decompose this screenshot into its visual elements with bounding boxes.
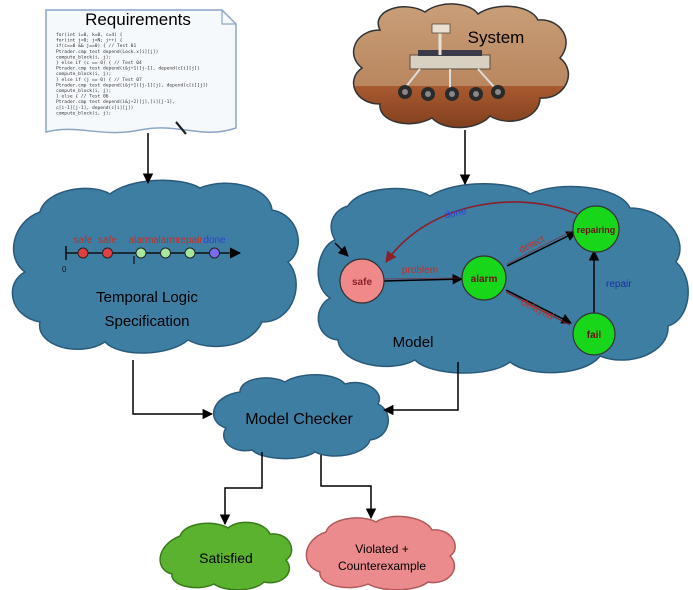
satisfied-label: Satisfied bbox=[199, 550, 253, 566]
model-checker-label: Model Checker bbox=[245, 411, 353, 428]
timeline-point-safe bbox=[77, 247, 89, 259]
mars-rover-image bbox=[353, 3, 569, 128]
pen-icon bbox=[175, 121, 187, 135]
initial-state-arrow bbox=[334, 242, 349, 257]
timeline-origin: 0 bbox=[62, 265, 67, 274]
state-safe: safe bbox=[339, 258, 385, 304]
violated-label-line2: Counterexample bbox=[338, 559, 426, 573]
code-line: } else if (j == 0) { // Test 07 bbox=[56, 77, 142, 83]
system-label: System bbox=[468, 28, 525, 47]
timeline-label-alarm: alarm bbox=[153, 235, 178, 246]
edge-repairing-safe bbox=[385, 201, 578, 263]
edge-alarm-fail bbox=[505, 289, 572, 324]
requirements-document: for(int i=0, k=0, c=4) { for(int j=0; j<… bbox=[45, 9, 237, 135]
spec-title-line1: Temporal Logic bbox=[96, 289, 198, 306]
arrow-model-to-checker bbox=[382, 362, 459, 416]
timeline-label-alarm: alarm bbox=[128, 235, 153, 246]
state-repairing: repairing bbox=[572, 205, 620, 253]
code-line: if(c==0 && j==0) { // Test 01 bbox=[56, 43, 136, 49]
code-line: for(int j=0; j<N; j++) { bbox=[56, 38, 123, 44]
code-line: for(int i=0, k=0, c=4) { bbox=[56, 32, 123, 38]
code-line: c[i-1][j-1], depend(c[i][j]) bbox=[56, 105, 133, 111]
code-line: compute_block(i, j); bbox=[56, 110, 111, 116]
code-line: compute_block(i, j); bbox=[56, 54, 111, 60]
state-alarm: alarm bbox=[461, 255, 507, 301]
violated-label-line1: Violated + bbox=[355, 542, 409, 556]
code-line: Ptrader.cmp test depend(i&j+1)[j-1], dep… bbox=[56, 66, 200, 72]
timeline-label-done: done bbox=[203, 235, 226, 246]
timeline-point-safe bbox=[102, 247, 113, 259]
satisfied-cloud: Satisfied bbox=[159, 521, 293, 590]
code-line: Ptrader.cmp test depend(i&j+1)[j-1][j], … bbox=[56, 82, 208, 88]
timeline-point-alarm bbox=[160, 247, 171, 259]
model-label: Model bbox=[393, 334, 434, 351]
code-line: compute_block(i, j); bbox=[56, 88, 111, 94]
transition-label-repair: repair bbox=[606, 279, 632, 290]
arrow-checker-to-violated bbox=[320, 455, 377, 520]
requirements-title: Requirements bbox=[85, 10, 191, 29]
transition-label-done: done bbox=[443, 206, 467, 221]
state-alarm-label: alarm bbox=[471, 274, 498, 285]
code-line: Ptrader.cmp test depend(i&j+2)[j],[i][j-… bbox=[56, 99, 175, 105]
code-line: compute_block(i, j); bbox=[56, 71, 111, 77]
model-cloud: problem detect delayed repair done safe … bbox=[317, 183, 689, 374]
timeline-label-repair: repair bbox=[177, 235, 203, 246]
timeline-label-safe: safe bbox=[98, 235, 117, 246]
code-line: } else { // Test 06 bbox=[56, 94, 109, 100]
timeline-point-done bbox=[209, 247, 220, 259]
code-line: } else if (c == 0) { // Test 04 bbox=[56, 60, 142, 66]
system-cloud: System bbox=[352, 3, 570, 129]
spec-title-line2: Specification bbox=[104, 313, 189, 330]
model-checker-cloud: Model Checker bbox=[212, 374, 389, 460]
state-safe-label: safe bbox=[352, 277, 372, 288]
transition-label-problem: problem bbox=[402, 265, 438, 276]
timeline-point-alarm bbox=[135, 247, 147, 259]
edge-alarm-repairing bbox=[506, 231, 577, 267]
requirements-code: for(int i=0, k=0, c=4) { for(int j=0; j<… bbox=[56, 32, 208, 116]
edge-safe-alarm bbox=[383, 273, 464, 285]
state-fail: fail bbox=[572, 312, 616, 356]
state-repairing-label: repairing bbox=[577, 225, 616, 235]
arrow-checker-to-satisfied bbox=[219, 452, 263, 526]
timeline-label-safe: safe bbox=[74, 235, 93, 246]
code-line: Ptrader.cmp test depend(Lock.x[i][j]) bbox=[56, 49, 158, 55]
arrow-spec-to-checker bbox=[132, 360, 214, 420]
state-fail-label: fail bbox=[587, 330, 602, 341]
violated-cloud: Violated + Counterexample bbox=[305, 515, 456, 590]
timeline-point-repair bbox=[184, 247, 196, 259]
